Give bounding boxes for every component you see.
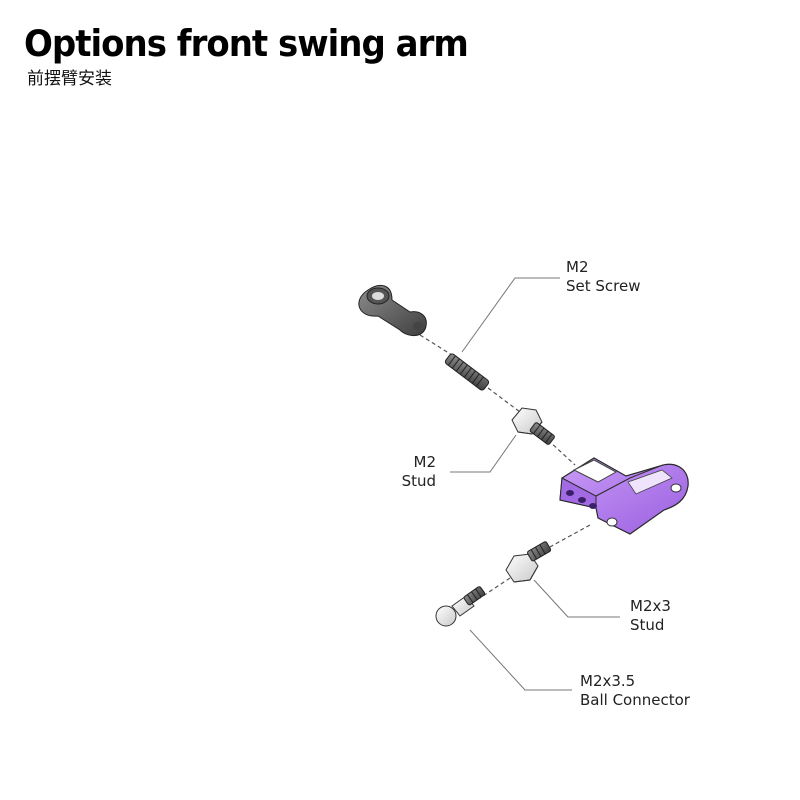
callout-ball-connector-size: M2x3.5 [580, 672, 636, 690]
assembly-axis-lines [419, 334, 591, 599]
callout-m2-stud-name: Stud [401, 472, 436, 490]
callout-ball-connector: M2x3.5 Ball Connector [580, 672, 690, 710]
m2x3-stud-part [505, 541, 552, 583]
leader-lines [450, 277, 620, 691]
page-title: Options front swing arm [24, 22, 469, 66]
set-screw-part [444, 353, 490, 391]
callout-set-screw-size: M2 [566, 258, 589, 276]
callout-m2-stud: M2 Stud [398, 453, 436, 491]
callout-set-screw-name: Set Screw [566, 277, 641, 295]
callout-m2-stud-size: M2 [413, 453, 437, 471]
ball-connector-part [435, 586, 486, 627]
callout-m2x3-stud-size: M2x3 [630, 597, 671, 615]
callout-set-screw: M2 Set Screw [566, 258, 641, 296]
page-subtitle: 前摆臂安装 [27, 69, 112, 89]
callout-m2x3-stud: M2x3 Stud [630, 597, 671, 635]
callout-ball-connector-name: Ball Connector [580, 691, 690, 709]
m2-stud-part [511, 407, 555, 445]
swing-arm-part [559, 457, 689, 535]
rod-end-part [358, 284, 427, 336]
callout-m2x3-stud-name: Stud [630, 616, 665, 634]
